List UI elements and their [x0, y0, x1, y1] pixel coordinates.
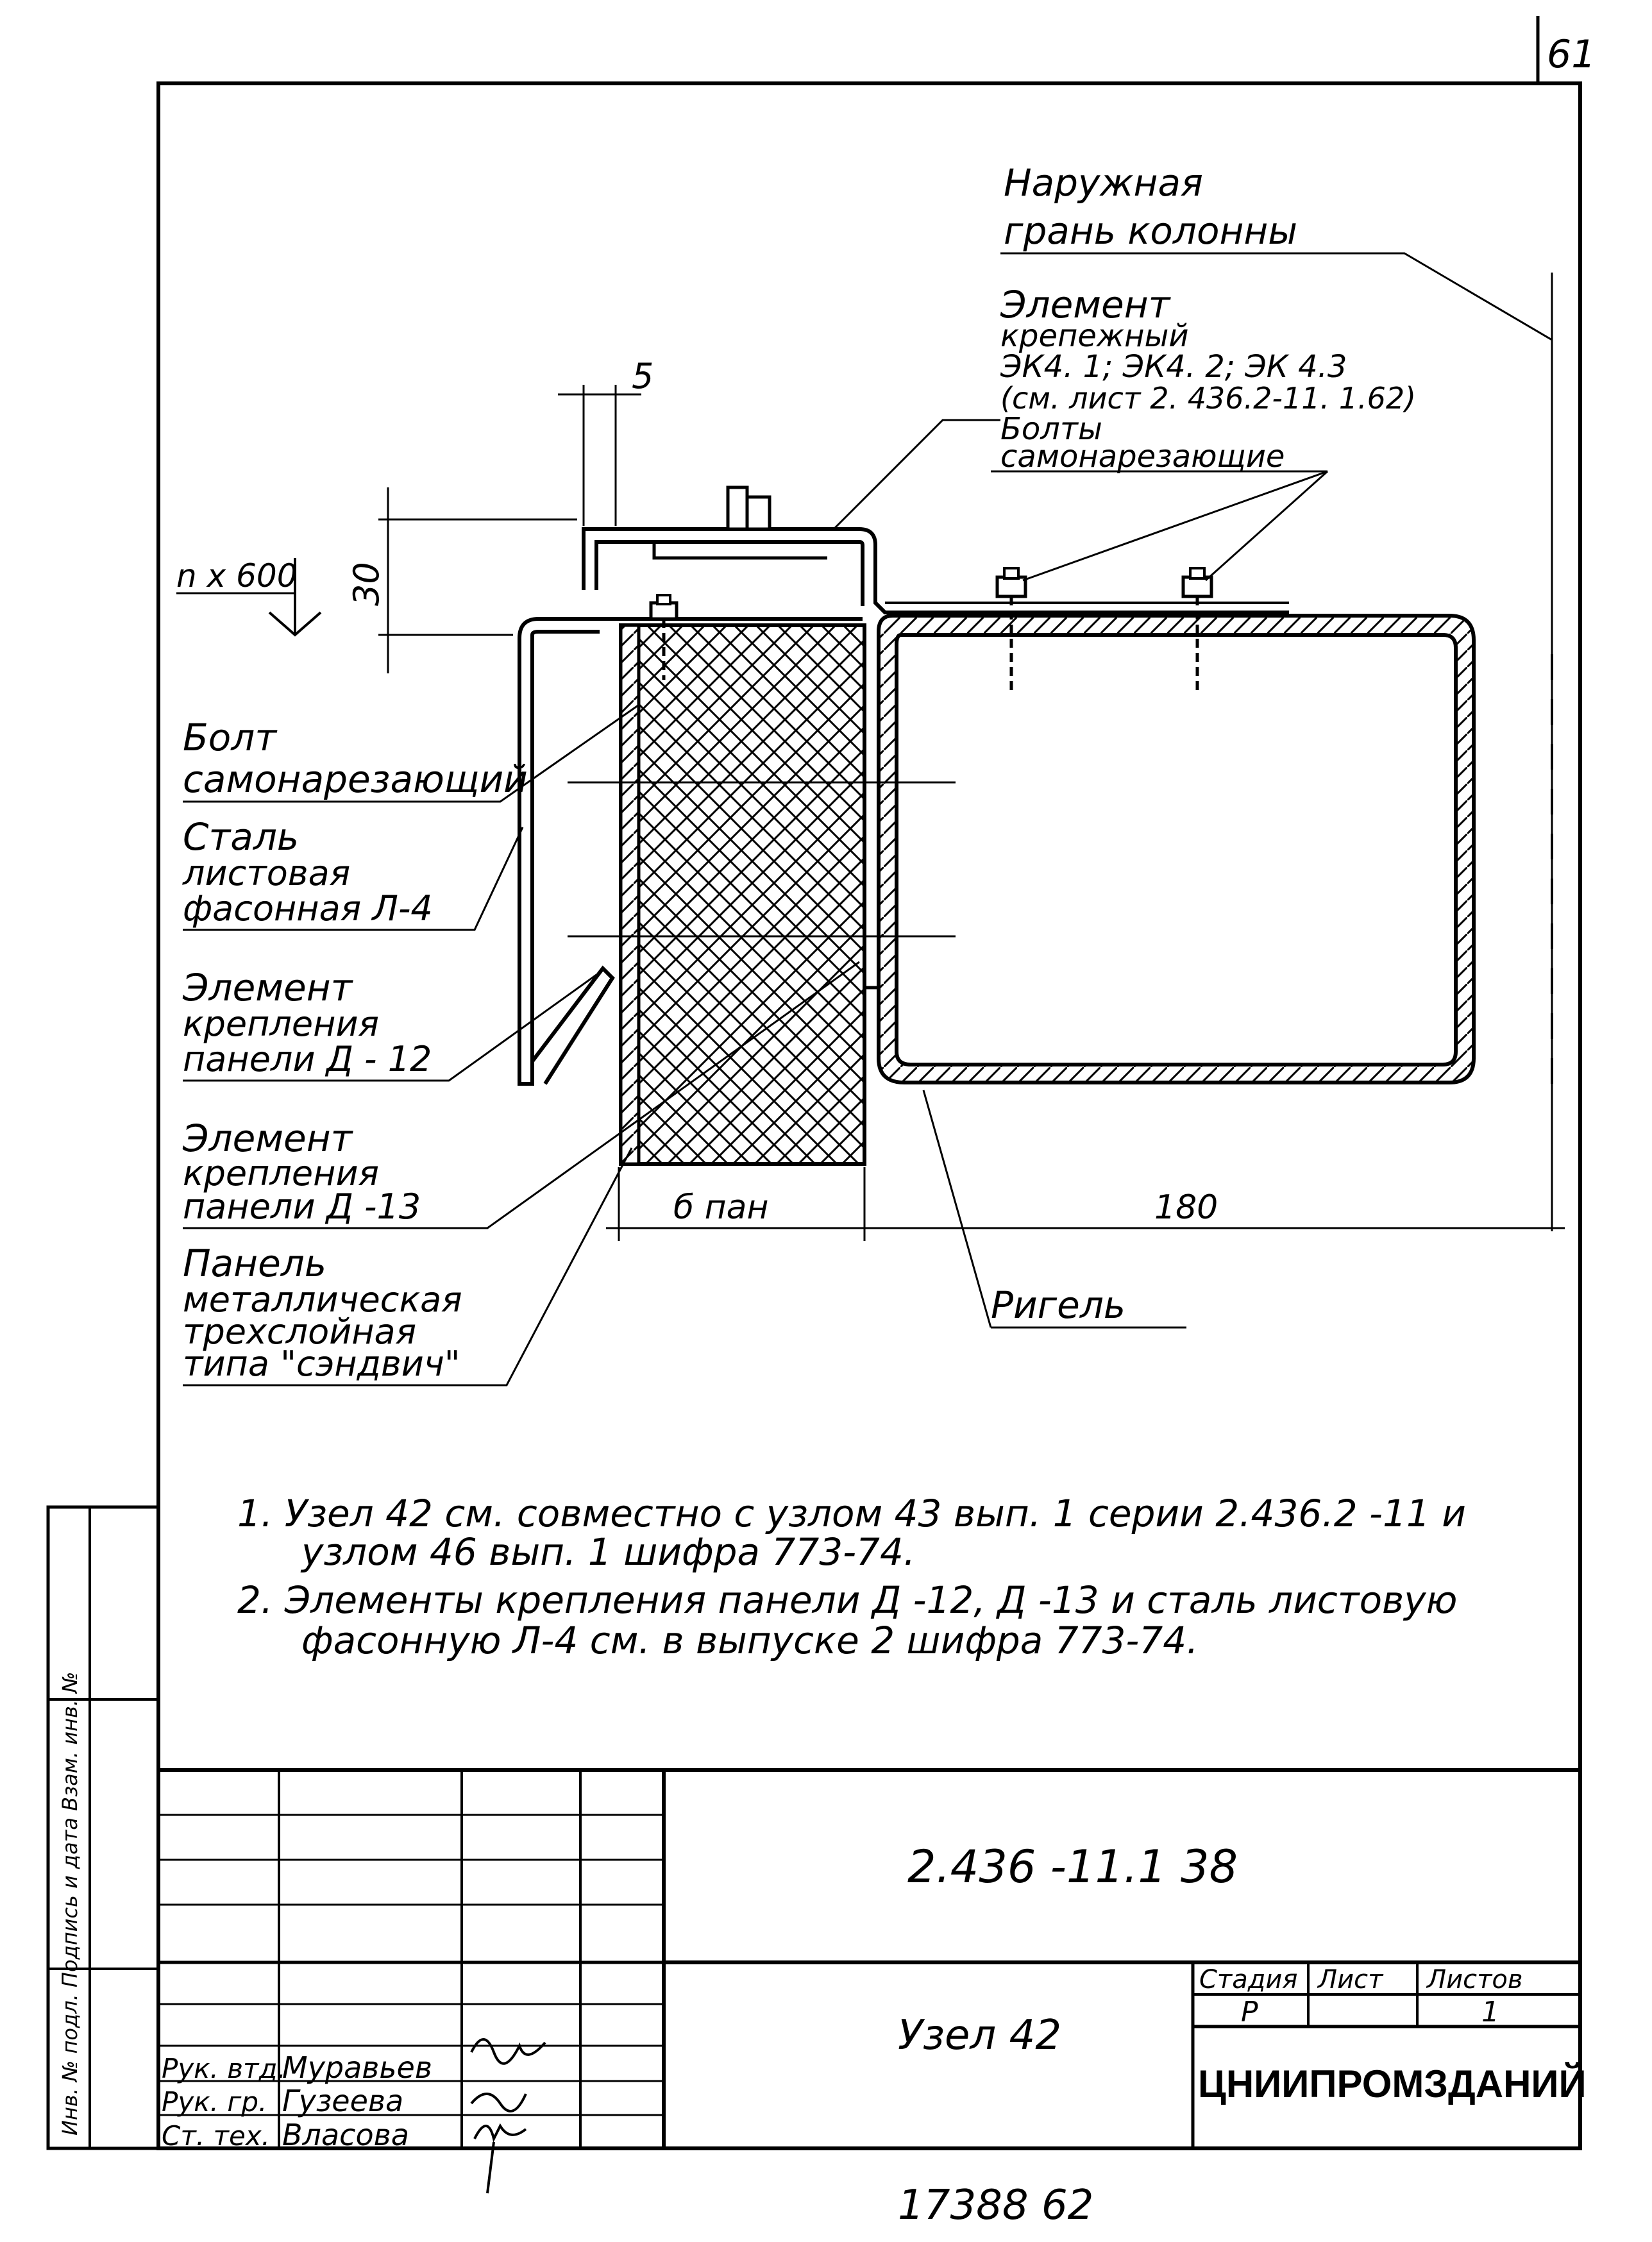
svg-text:крепления: крепления	[183, 1153, 379, 1193]
note-line-2: узлом 46 вып. 1 шифра 773-74.	[300, 1530, 915, 1574]
svg-text:Болт: Болт	[183, 716, 278, 759]
svg-text:фасонная Л-4: фасонная Л-4	[183, 888, 433, 929]
label-bolt: Болт самонарезающий	[183, 704, 639, 803]
svg-text:Болты: Болты	[1000, 411, 1102, 447]
name-3: Власова	[282, 2118, 409, 2152]
signature-1	[470, 2038, 546, 2065]
sheet-corner-number: 61	[1547, 32, 1596, 77]
title-block: Рук. втд. Рук. гр. Ст. тех. Муравьев Гуз…	[156, 1768, 1587, 2194]
bolt-right-1	[995, 567, 1027, 693]
label-element-d12: Элемент крепления панели Д - 12	[182, 966, 597, 1082]
label-element-d13: Элемент крепления панели Д -13	[182, 961, 860, 1229]
sheet-header: Лист	[1317, 1965, 1384, 1994]
svg-text:листовая: листовая	[182, 853, 350, 893]
svg-text:Наружная: Наружная	[1004, 161, 1203, 205]
dim-nx600: n x 600	[176, 557, 298, 594]
stage-value: Р	[1241, 1996, 1258, 2028]
dim-30: 30	[346, 562, 387, 606]
svg-text:металлическая: металлическая	[183, 1279, 462, 1320]
name-1: Муравьев	[282, 2050, 432, 2085]
dim-5: 5	[632, 356, 653, 396]
label-panel: Панель металлическая трехслойная типа "с…	[183, 1147, 633, 1386]
role-3: Ст. тех.	[162, 2120, 270, 2152]
svg-text:грань колонны: грань колонны	[1004, 209, 1297, 253]
svg-text:Элемент: Элемент	[182, 966, 354, 1009]
svg-text:Сталь: Сталь	[183, 815, 299, 859]
svg-text:крепления: крепления	[183, 1004, 379, 1044]
side-stamp: Инв. № подл. Подпись и дата Взам. инв. №	[46, 1505, 160, 2150]
drawing-title: Узел 42	[898, 2012, 1061, 2059]
note-line-3: 2. Элементы крепления панели Д -12, Д -1…	[237, 1578, 1457, 1622]
bolt-left	[649, 594, 712, 680]
svg-text:(см. лист 2. 436.2-11. 1.62): (см. лист 2. 436.2-11. 1.62)	[1000, 381, 1416, 416]
svg-text:типа "сэндвич": типа "сэндвич"	[183, 1344, 460, 1384]
dim-b-pan: б пан	[673, 1188, 768, 1227]
label-steel-l4: Сталь листовая фасонная Л-4	[182, 815, 524, 931]
fastener-element-ek4	[582, 485, 1289, 621]
svg-text:панели Д - 12: панели Д - 12	[183, 1039, 432, 1079]
signature-2	[470, 2093, 527, 2112]
svg-text:панели Д -13: панели Д -13	[183, 1186, 421, 1227]
svg-text:Панель: Панель	[183, 1242, 326, 1285]
svg-text:самонарезающие: самонарезающие	[1000, 439, 1285, 475]
svg-text:самонарезающий: самонарезающий	[183, 757, 528, 801]
sheets-value: 1	[1481, 1996, 1499, 2028]
svg-text:Элемент: Элемент	[1000, 283, 1172, 326]
node-detail: 5 30 n x 600 б пан 180	[176, 273, 1565, 1241]
signature-3	[473, 2123, 527, 2194]
label-fastener: Элемент крепежный ЭК4. 1; ЭК4. 2; ЭК 4.3…	[832, 283, 1416, 582]
label-rigel: Ригель	[922, 1090, 1186, 1329]
side-stamp-text: Инв. № подл. Подпись и дата Взам. инв. №	[58, 1672, 82, 2136]
name-2: Гузеева	[282, 2084, 403, 2118]
svg-text:крепежный: крепежный	[1000, 318, 1189, 354]
svg-text:Ригель: Ригель	[991, 1283, 1125, 1327]
sandwich-panel	[619, 623, 866, 1166]
role-1: Рук. втд.	[162, 2053, 286, 2084]
element-d12	[530, 965, 615, 1085]
dim-180: 180	[1154, 1188, 1218, 1227]
sheet-steel-l4	[518, 617, 600, 1086]
organization-name: ЦНИИПРОМЗДАНИЙ	[1198, 2062, 1587, 2105]
sheets-header: Листов	[1426, 1965, 1522, 1994]
bottom-number: 17388 62	[898, 2182, 1093, 2229]
note-line-4: фасонную Л-4 см. в выпуске 2 шифра 773-7…	[301, 1619, 1199, 1662]
svg-text:Элемент: Элемент	[182, 1117, 354, 1160]
svg-text:ЭК4. 1; ЭК4. 2; ЭК 4.3: ЭК4. 1; ЭК4. 2; ЭК 4.3	[1000, 349, 1347, 385]
rigel-section	[864, 614, 1476, 1084]
label-outer-face: Наружная грань колонны	[1000, 161, 1553, 341]
stage-header: Стадия	[1199, 1965, 1297, 1994]
notes: 1. Узел 42 см. совместно с узлом 43 вып.…	[237, 1492, 1466, 1662]
role-2: Рук. гр.	[162, 2086, 267, 2118]
document-code: 2.436 -11.1 38	[907, 1841, 1238, 1893]
note-line-1: 1. Узел 42 см. совместно с узлом 43 вып.…	[237, 1492, 1466, 1535]
svg-text:трехслойная: трехслойная	[183, 1311, 416, 1352]
